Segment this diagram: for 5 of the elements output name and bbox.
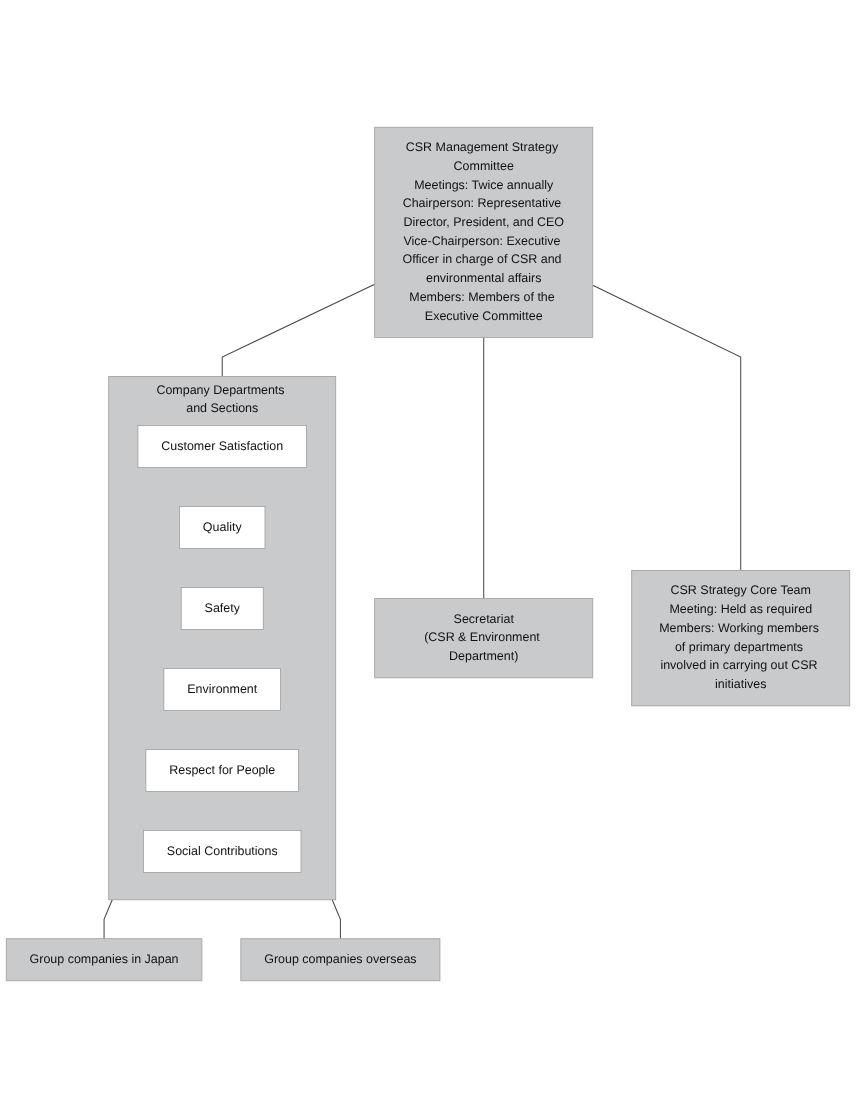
connector [221, 283, 376, 377]
connector [103, 899, 113, 940]
connector [592, 284, 742, 571]
connector [483, 337, 485, 599]
connector [331, 899, 341, 940]
